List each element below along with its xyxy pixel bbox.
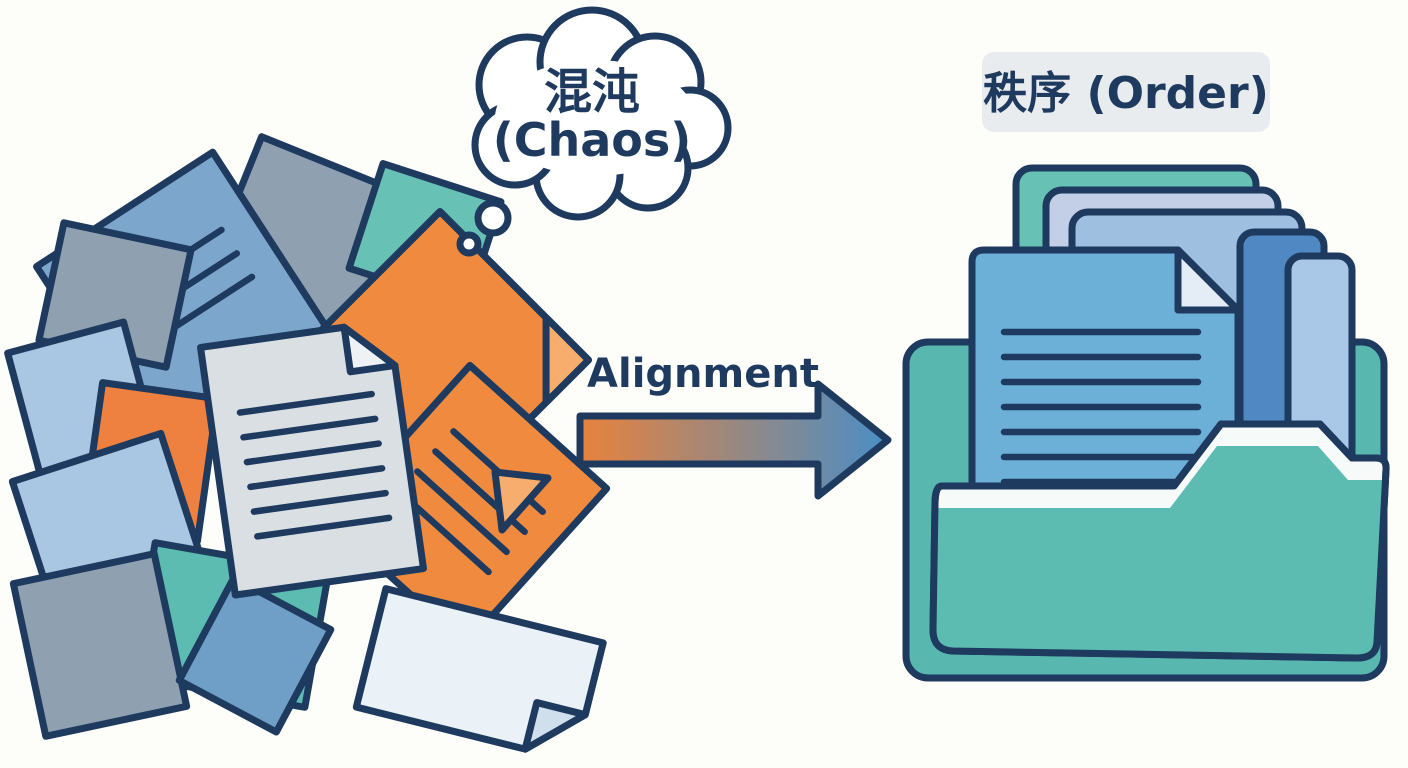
folder-front	[929, 420, 1390, 662]
document-center	[197, 323, 427, 599]
text-lines	[236, 390, 393, 540]
folded-corner	[340, 323, 399, 376]
order-label: 秩序 (Order)	[983, 68, 1269, 119]
folded-corner	[1174, 246, 1242, 314]
alignment-transition: Alignment	[576, 351, 892, 500]
document-blue-small-bottom	[175, 574, 335, 736]
document-loose-paper	[352, 585, 607, 753]
alignment-label: Alignment	[587, 351, 819, 397]
alignment-arrow	[576, 380, 892, 500]
thought-bubble: 混沌 (Chaos)	[456, 6, 732, 257]
document-gray-bottomleft	[9, 550, 191, 740]
chaos-label-en: (Chaos)	[493, 113, 692, 167]
folder	[902, 164, 1390, 682]
cloud-shape	[471, 6, 732, 221]
document-corner-fold	[491, 468, 552, 534]
chaos-pile	[4, 133, 611, 753]
folded-corner	[521, 699, 589, 753]
order-label-badge	[982, 52, 1270, 132]
folded-corner	[542, 314, 592, 406]
order-section: 秩序 (Order)	[902, 52, 1390, 682]
folder-front-outline	[929, 420, 1390, 662]
chaos-label-zh: 混沌	[544, 64, 640, 120]
bubble-trail-dot-large	[474, 199, 512, 237]
folder-front-body	[933, 446, 1386, 658]
text-lines	[1000, 328, 1202, 486]
bubble-trail-dot-small	[456, 231, 482, 257]
